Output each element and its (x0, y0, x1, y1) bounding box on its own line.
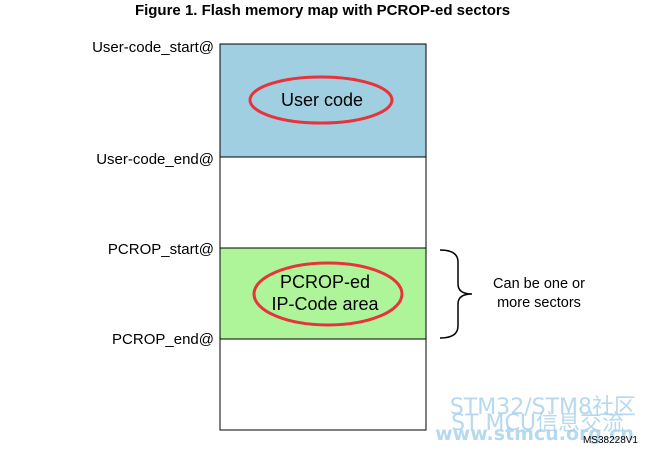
user-code-label: User code (281, 90, 363, 110)
pcrop-end-label: PCROP_end@ (112, 331, 214, 348)
user-code-end-label: User-code_end@ (96, 151, 214, 168)
pcrop-start-label: PCROP_start@ (108, 241, 214, 258)
pcrop-highlight-ellipse (252, 261, 404, 327)
user-code-start-label: User-code_start@ (92, 39, 214, 56)
user-code-highlight-ellipse (248, 75, 394, 125)
watermark-line2: ST MCU信息交流 (451, 411, 624, 436)
brace-note-line1: Can be one or (493, 276, 585, 292)
watermark-line3: www.stmcu.org.cn (435, 423, 634, 445)
right-brace-icon (439, 249, 473, 339)
brace-note-line2: more sectors (497, 295, 581, 311)
pcrop-label-line1: PCROP-ed (280, 272, 370, 292)
watermark-line1: STM32/STM8社区 (450, 395, 636, 420)
figure-reference-id: MS38228V1 (583, 435, 638, 446)
pcrop-label-line2: IP-Code area (271, 294, 379, 314)
figure-title: Figure 1. Flash memory map with PCROP-ed… (134, 2, 511, 19)
